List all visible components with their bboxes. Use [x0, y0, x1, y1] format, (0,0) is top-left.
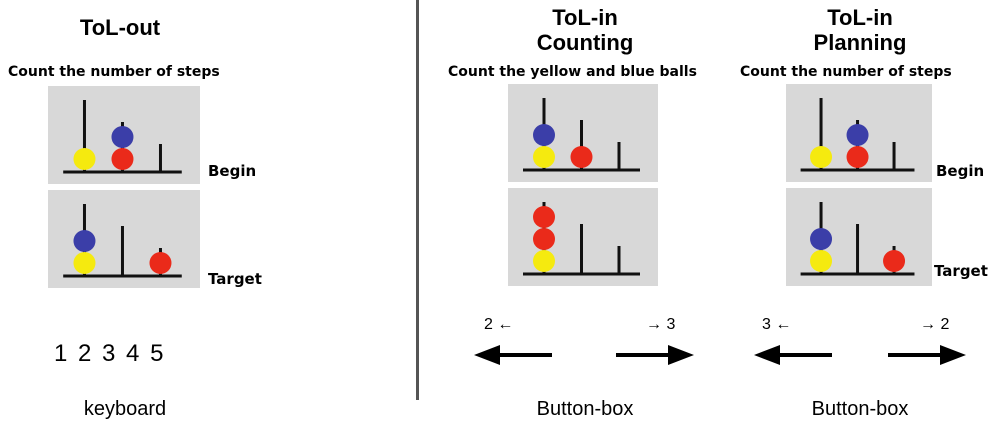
tower-ball-yellow	[533, 146, 555, 168]
tower-ball-yellow	[73, 252, 96, 274]
planning-instruction: Count the number of steps	[740, 64, 952, 80]
keyboard-keys: 1 2 3 4 5	[54, 340, 164, 367]
planning-target-label: Target	[934, 262, 988, 280]
tower-ball-red	[570, 146, 593, 168]
tower-ball-blue	[73, 230, 96, 252]
planning-left-response: 3 ←	[762, 316, 792, 333]
tol-out-target-panel	[48, 190, 200, 288]
planning-title-line1: ToL-in	[827, 5, 893, 30]
tol-out-title: ToL-out	[79, 15, 161, 40]
tower-ball-blue	[846, 124, 869, 146]
planning-target-tower	[800, 202, 915, 276]
section-divider	[416, 0, 419, 400]
tower-ball-red	[883, 250, 906, 272]
counting-device: Button-box	[536, 398, 634, 420]
tol-out-begin-panel	[48, 86, 200, 184]
tower-ball-red	[149, 252, 172, 274]
planning-begin-label: Begin	[936, 162, 985, 180]
tower-ball-red	[846, 146, 869, 168]
counting-top-panel	[508, 84, 658, 182]
counting-left-arrow-icon	[474, 345, 552, 365]
counting-instruction: Count the yellow and blue balls	[448, 64, 697, 80]
tol-out-instruction: Count the number of steps	[8, 64, 220, 80]
tower-ball-red	[111, 148, 134, 170]
planning-title-line2: Planning	[813, 30, 907, 55]
planning-left-arrow-icon	[754, 345, 832, 365]
tower-ball-blue	[810, 228, 833, 250]
tol-out-begin-tower	[63, 100, 182, 174]
tower-ball-yellow	[533, 250, 555, 272]
planning-device: Button-box	[811, 398, 909, 420]
tower-ball-blue	[111, 126, 134, 148]
counting-right-arrow-icon	[616, 345, 694, 365]
tol-out-begin-label: Begin	[208, 162, 257, 180]
counting-bottom-panel	[508, 188, 658, 286]
planning-target-panel	[786, 188, 932, 286]
counting-left-response: 2 ←	[484, 316, 514, 333]
counting-right-response: → 3	[646, 316, 676, 333]
planning-begin-panel	[786, 84, 932, 182]
counting-top-tower	[523, 98, 640, 172]
tol-out-target-label: Target	[208, 270, 262, 288]
counting-title-line1: ToL-in	[552, 5, 618, 30]
planning-right-response: → 2	[920, 316, 950, 333]
tower-ball-red	[533, 206, 555, 228]
tower-ball-yellow	[73, 148, 96, 170]
tower-ball-yellow	[810, 250, 833, 272]
tol-out-device: keyboard	[83, 398, 167, 420]
planning-right-arrow-icon	[888, 345, 966, 365]
tol-out-target-tower	[63, 204, 182, 278]
counting-title-line2: Counting	[536, 30, 634, 55]
tower-ball-blue	[533, 124, 555, 146]
tower-ball-yellow	[810, 146, 833, 168]
counting-bottom-tower	[523, 202, 640, 276]
planning-begin-tower	[800, 98, 915, 172]
tower-ball-red	[533, 228, 555, 250]
